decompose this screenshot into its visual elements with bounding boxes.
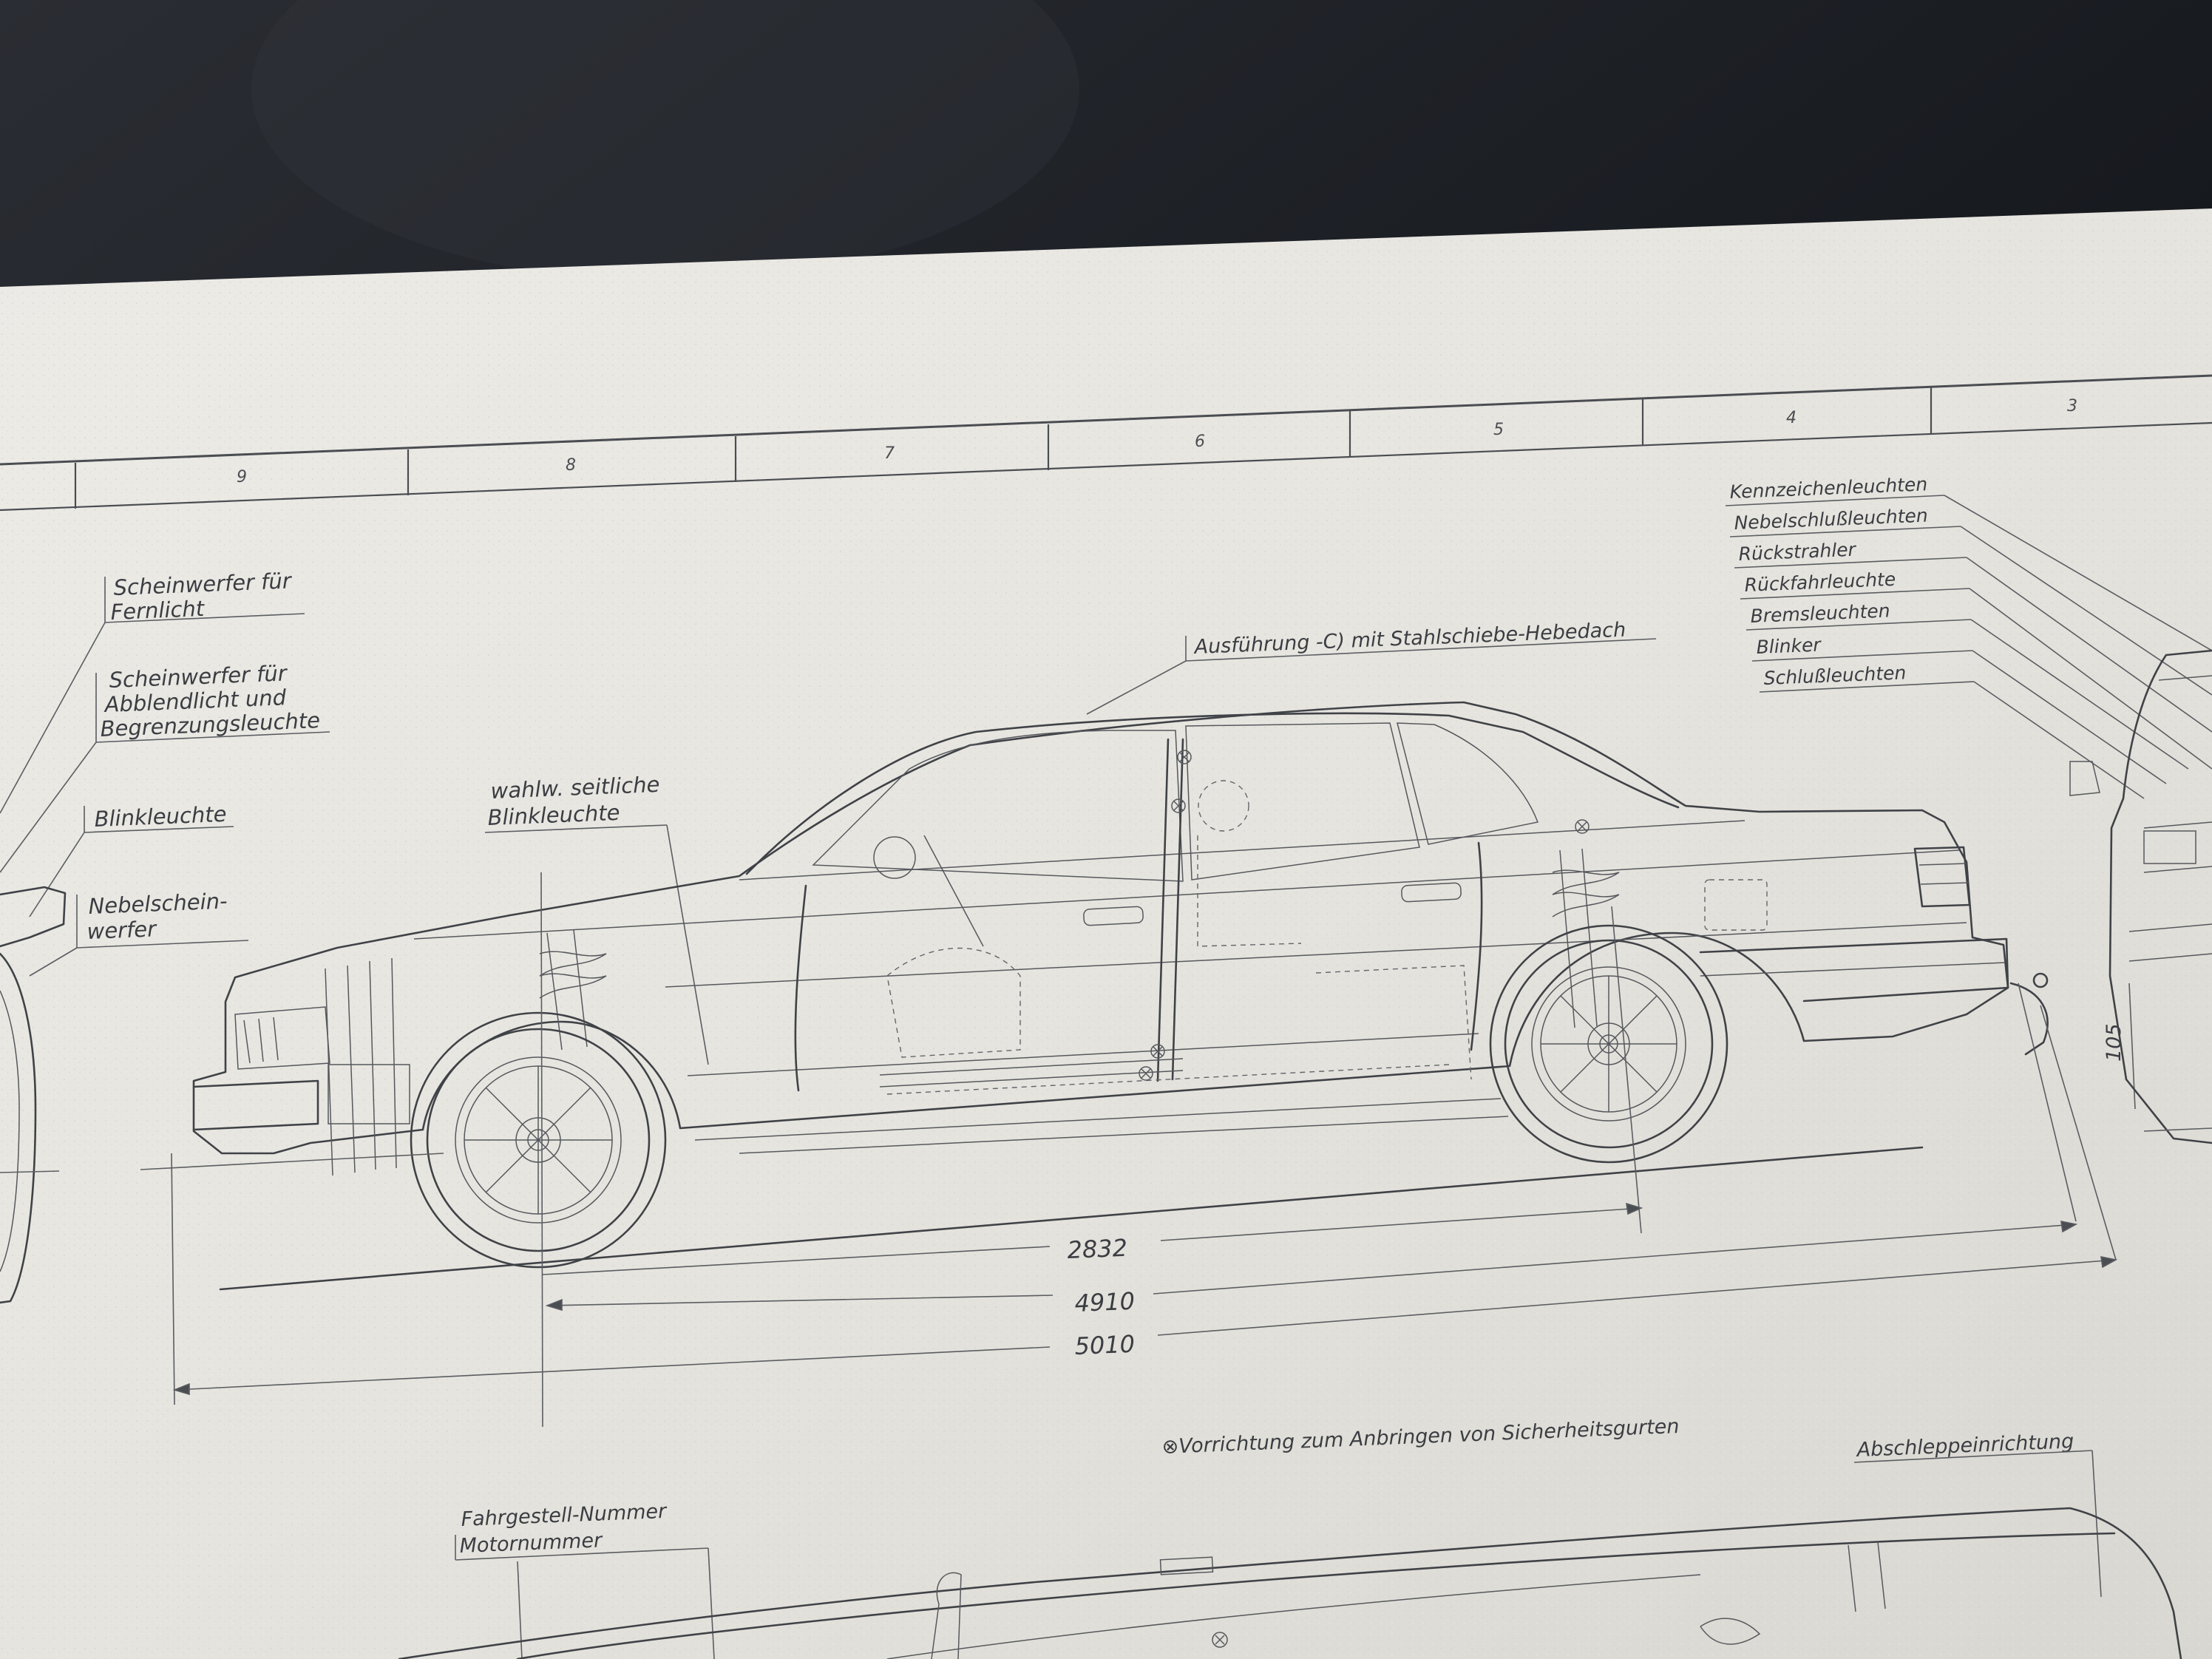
label-blinkleuchte: Blinkleuchte: [94, 801, 227, 832]
front-wheel: [410, 1011, 667, 1269]
zone-number-3: 3: [2067, 397, 2077, 415]
dimension-lines: 2832 4910 5010 105: [140, 872, 2136, 1428]
zone-strip: 9 8 7 6 5 4 3: [0, 374, 2212, 512]
zone-number-9: 9: [237, 468, 247, 486]
front-lighting-labels: Scheinwerfer für Fernlicht Scheinwerfer …: [0, 568, 709, 1065]
label-nebelscheinwerfer-1: Nebelschein-: [88, 888, 228, 919]
dim-length-a: 4910: [1074, 1287, 1136, 1317]
front-view-fragment: [0, 886, 67, 1304]
label-rueckstrahler: Rückstrahler: [1738, 539, 1857, 565]
seatbelt-anchor-markers: [1139, 750, 1590, 1081]
zone-number-7: 7: [884, 444, 895, 463]
zone-number-8: 8: [566, 456, 576, 475]
bottom-car-view: [398, 1507, 2182, 1659]
rear-view-fragment: [2069, 649, 2212, 1144]
label-blinker: Blinker: [1756, 634, 1822, 658]
label-seitliche-blinkleuchte-2: Blinkleuchte: [487, 800, 620, 830]
dim-length-b: 5010: [1074, 1330, 1136, 1360]
dim-wheelbase: 2832: [1067, 1234, 1128, 1264]
zone-number-6: 6: [1195, 432, 1205, 451]
rear-wheel: [1489, 924, 1728, 1164]
zone-number-5: 5: [1493, 421, 1504, 439]
zone-number-4: 4: [1786, 409, 1797, 427]
label-nebelscheinwerfer-2: werfer: [86, 916, 158, 944]
car-side-view: [192, 701, 2049, 1176]
